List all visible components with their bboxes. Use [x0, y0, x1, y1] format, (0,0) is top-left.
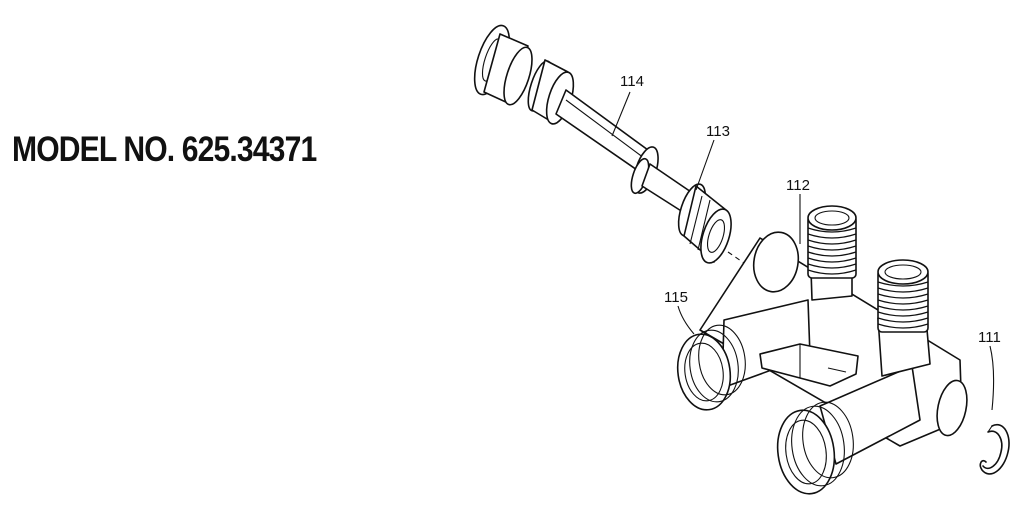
part-114-valve-stem: [473, 24, 732, 264]
leader-111: [989, 345, 995, 411]
threaded-port-lower: [877, 259, 929, 333]
leader-114: [611, 91, 631, 137]
leader-115: [677, 305, 695, 335]
threaded-port-upper: [807, 205, 857, 279]
callout-113: 113: [706, 123, 730, 140]
model-number-title: MODEL NO. 625.34371: [12, 130, 317, 169]
callout-115: 115: [664, 289, 688, 306]
callout-114: 114: [620, 73, 644, 90]
part-112-valve-body: [676, 205, 968, 495]
part-111-retaining-clip: [979, 423, 1010, 475]
leader-113: [695, 139, 715, 191]
callout-112: 112: [786, 177, 810, 194]
callout-111: 111: [978, 329, 1001, 346]
